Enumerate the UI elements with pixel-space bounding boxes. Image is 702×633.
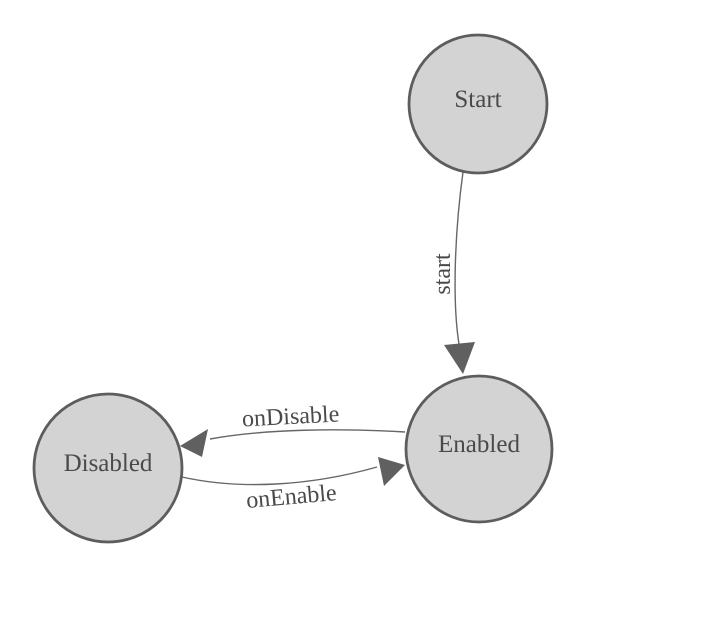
state-circle-start bbox=[407, 33, 549, 175]
state-label-enabled: Enabled bbox=[438, 431, 520, 458]
state-node-start: Start bbox=[407, 33, 549, 175]
edge-label-ondisable: onDisable bbox=[241, 401, 340, 432]
state-node-enabled: Enabled bbox=[404, 374, 554, 524]
state-label-disabled: Disabled bbox=[64, 450, 153, 477]
arrowhead-icon bbox=[378, 457, 405, 486]
edge-line-start-to-enabled bbox=[454, 171, 464, 345]
state-node-disabled: Disabled bbox=[32, 392, 184, 544]
state-label-start: Start bbox=[454, 86, 501, 113]
edge-start-to-enabled: start bbox=[430, 171, 475, 374]
edge-disabled-to-enabled: onEnable bbox=[181, 457, 405, 514]
arrowhead-icon bbox=[444, 342, 475, 374]
state-circle-enabled bbox=[404, 374, 554, 524]
arrowhead-icon bbox=[180, 429, 208, 457]
state-circle-disabled bbox=[32, 392, 184, 544]
edge-line-disabled-to-enabled bbox=[181, 466, 378, 486]
edge-label-start: start bbox=[430, 253, 456, 295]
edge-line-enabled-to-disabled bbox=[209, 429, 406, 440]
edge-enabled-to-disabled: onDisable bbox=[180, 401, 406, 457]
